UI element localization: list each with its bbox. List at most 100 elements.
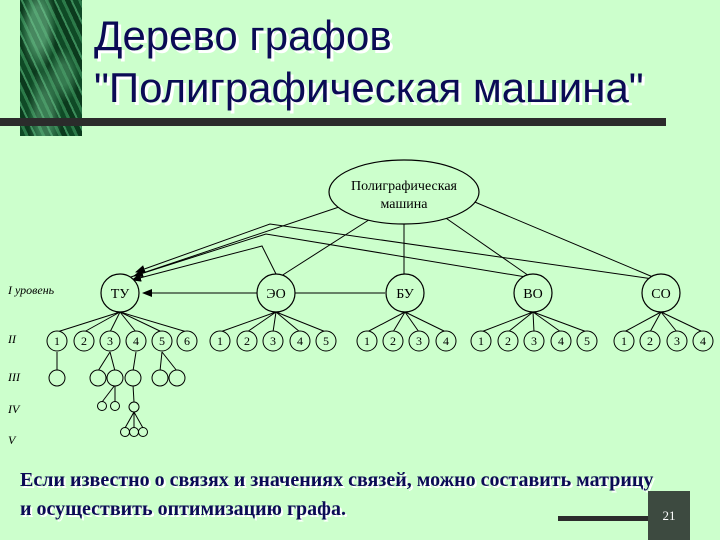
label-tu-4: 4 [133,334,139,348]
edge [83,311,121,333]
edge [119,311,137,333]
node-tu [100,273,140,313]
label-vo-3: 3 [531,334,537,348]
node-so-2 [639,330,661,352]
edge [404,311,420,333]
node-eo-1 [209,330,231,352]
edge [219,311,277,333]
slide-title: Дерево графов "Полиграфическая машина" [94,10,644,114]
label-so-1: 1 [621,334,627,348]
node-tu-1 [46,330,68,352]
level2-labels: 1 2 3 4 5 6 1 2 3 4 5 1 2 3 4 1 2 3 4 5 … [54,334,706,348]
node-tu-3 [99,330,121,352]
edge [532,311,535,333]
node-tu-5 [151,330,173,352]
level-label-4: IV [7,402,21,416]
edge-root-so [469,199,661,281]
node-so-1 [613,330,635,352]
node-eo-5 [315,330,337,352]
label-eo-1: 1 [217,334,223,348]
label-tu: ТУ [111,287,130,302]
edge [101,384,116,403]
edge [159,351,163,372]
node-so-4 [692,330,714,352]
marble-decoration [20,0,82,136]
label-tu-3: 3 [107,334,113,348]
level-label-1: I уровень [7,283,55,297]
label-eo-3: 3 [270,334,276,348]
edge [246,311,277,333]
node-tu-6 [176,330,198,352]
edge [133,411,144,429]
label-vo-2: 2 [505,334,511,348]
root-node: Полиграфическая машина [328,159,480,225]
node-tu-2 [73,330,95,352]
edge [480,311,534,333]
page-number: 21 [648,491,690,540]
edge-root-vo [439,213,533,279]
node-vo [513,273,553,313]
edge [109,311,121,333]
edge [119,311,163,333]
edge [366,311,406,333]
label-so-3: 3 [674,334,680,348]
level-labels: I уровень II III IV V [7,283,55,447]
edge [132,384,135,403]
edge [660,311,678,333]
node-l5 [120,427,130,437]
node-tu-4 [125,330,147,352]
arrow-vo-tu [133,233,533,279]
edge [660,311,704,333]
title-line-2: "Полиграфическая машина" [94,64,644,111]
label-bu-2: 2 [390,334,396,348]
arrow-eo-tu [131,245,279,282]
title-line-1: Дерево графов [94,12,392,59]
label-bu: БУ [396,287,414,302]
label-tu-1: 1 [54,334,60,348]
label-eo-4: 4 [297,334,303,348]
node-l4 [97,401,107,411]
level-label-5: V [8,433,17,447]
level-label-3: III [7,370,21,384]
level2-edges [56,311,704,333]
label-eo-2: 2 [244,334,250,348]
node-eo-4 [289,330,311,352]
node-eo [256,273,296,313]
node-so [641,273,681,313]
node-bu-3 [408,330,430,352]
edge [392,311,406,333]
level4-nodes [97,401,140,413]
edge [109,351,116,372]
arrow-so-tu [135,223,661,281]
node-bu [385,273,425,313]
node-vo-5 [576,330,598,352]
node-l3 [168,369,186,387]
node-bu-1 [356,330,378,352]
footer-divider [558,516,650,521]
graph-tree-diagram: Полиграфическая машина ТУ ЭО БУ ВО СО [7,159,714,447]
edge [507,311,534,333]
root-ellipse [328,159,480,225]
node-l5 [129,427,139,437]
edge-root-eo [277,215,376,279]
level1-labels: ТУ ЭО БУ ВО СО [111,287,671,302]
edge [532,311,562,333]
label-bu-1: 1 [364,334,370,348]
level2-nodes [46,330,714,352]
label-eo: ЭО [266,287,286,302]
edge [532,311,588,333]
node-l4 [110,401,120,411]
label-bu-3: 3 [416,334,422,348]
label-so: СО [651,287,670,302]
level5-nodes [120,427,148,437]
node-eo-2 [236,330,258,352]
edge [132,351,137,372]
edge [623,311,662,333]
label-vo-4: 4 [558,334,564,348]
label-tu-5: 5 [159,334,165,348]
node-l4 [128,401,140,413]
node-vo-3 [523,330,545,352]
edge [272,311,277,333]
level1-nodes [100,273,681,313]
label-bu-4: 4 [443,334,449,348]
